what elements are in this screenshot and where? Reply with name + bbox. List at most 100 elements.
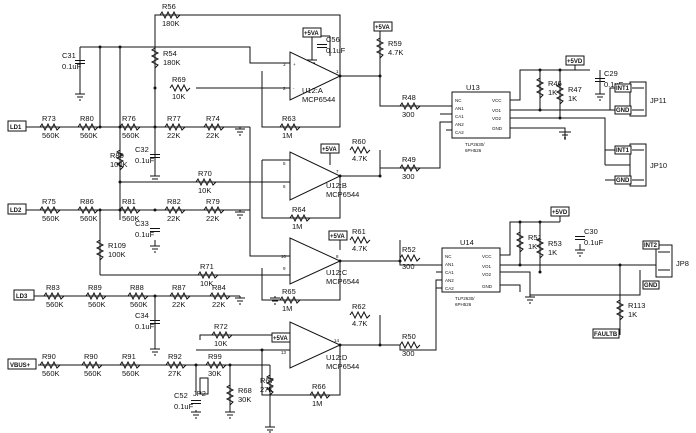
resistor-ref: R56 [162, 2, 176, 11]
resistor-ref: R61 [352, 227, 366, 236]
resistor-symbol [225, 384, 235, 406]
resistor: R82 22K [164, 197, 186, 223]
resistor-symbol [349, 145, 371, 155]
capacitor-symbol [575, 236, 585, 240]
resistor-value: 4.7K [352, 319, 367, 328]
resistor-ref: R87 [172, 283, 186, 292]
resistor-value: 560K [42, 131, 60, 140]
resistor-value: 1M [312, 399, 322, 408]
net-label-vdd: +5VA [328, 230, 348, 241]
resistor-ref: R91 [122, 352, 136, 361]
svg-text:GND: GND [644, 283, 658, 289]
resistor-symbol [77, 205, 99, 215]
net-label-vdd-iso: +5VD [565, 55, 585, 66]
resistor-symbol [164, 205, 186, 215]
resistor-value: 1M [292, 222, 302, 231]
resistor-symbol [615, 299, 625, 321]
resistor-ref: R82 [167, 197, 181, 206]
net-label-int1: INT1 [614, 145, 632, 155]
connector-jp10: JP10 [629, 143, 667, 187]
resistor-ref: R76 [122, 114, 136, 123]
resistor-ref: R70 [198, 169, 212, 178]
net-label-vdd: +5VA [302, 27, 322, 38]
net-label-int1: INT1 [614, 83, 632, 93]
resistor-value: 180K [162, 19, 180, 28]
pin-label: VCC [482, 254, 492, 259]
resistor-symbol [399, 163, 421, 173]
pin-label: VO1 [492, 108, 502, 113]
resistor-ref: R80 [80, 114, 94, 123]
opamp-plus-sign: + [293, 62, 296, 67]
connector-ref: JP2 [193, 389, 206, 398]
net-label-vbus: VBUS+ [7, 358, 37, 370]
capacitors: C310.1uFC560.1uFC290.1uFC320.1uFC330.1uF… [62, 35, 624, 411]
connector-jp8: JP8 [655, 244, 689, 278]
net-label-int2: INT2 [642, 240, 660, 250]
resistor-symbol [95, 239, 105, 261]
pin-label: 8 [336, 254, 339, 259]
pin-label: NC [455, 98, 462, 103]
capacitor-symbol [150, 228, 160, 232]
resistor-value: 560K [80, 214, 98, 223]
resistor-ref: R74 [206, 114, 220, 123]
opamp-u12c: 10 9 8 U12:C MCP6544 [281, 237, 359, 286]
resistor-value: 560K [122, 131, 140, 140]
pin-label: 13 [281, 350, 287, 355]
resistor-symbol [205, 360, 227, 370]
resistor-symbol [39, 122, 61, 132]
resistor-ref: R54 [163, 49, 177, 58]
resistor-value: 560K [122, 369, 140, 378]
chip-u14: U14 NC AN1 CA1 AN2 CA2 VCC VO1 VO2 GND T… [430, 238, 501, 351]
resistor-value: 560K [46, 300, 64, 309]
net-label-ld1: LD1 [7, 120, 27, 132]
resistor-ref: R72 [214, 322, 228, 331]
opamp-minus-sign: - [293, 86, 295, 91]
net-labels: LD1 LD2 LD3 VBUS+ +5VA +5VA +5VA +5VA +5… [7, 21, 660, 370]
resistor-value: 22K [167, 214, 180, 223]
resistor-symbol [85, 291, 107, 301]
capacitor-value: 0.1uF [326, 46, 346, 55]
resistor-symbol [81, 360, 103, 370]
net-label-gnd: GND [614, 175, 632, 185]
svg-text:+5VD: +5VD [567, 59, 583, 65]
resistor-ref: R79 [206, 197, 220, 206]
opamp-part: MCP6544 [326, 277, 359, 286]
resistor-value: 1K [548, 88, 557, 97]
resistor-ref: R50 [402, 332, 416, 341]
resistor-symbol [279, 122, 301, 132]
resistor-value: 1K [548, 248, 557, 257]
pin-label: AN1 [445, 262, 454, 267]
resistor-ref: R67 [260, 376, 274, 385]
pin-label: CA1 [445, 270, 454, 275]
resistor-ref: R71 [200, 262, 214, 271]
pin-label: 6 [283, 184, 286, 189]
capacitor-value: 0.1uF [135, 230, 155, 239]
pin-label: VO2 [492, 116, 502, 121]
opamp-ref: U12:D [326, 353, 348, 362]
resistor-symbol [349, 310, 371, 320]
resistor: R91 560K [119, 352, 141, 378]
resistor-value: 560K [122, 214, 140, 223]
resistor-symbol [535, 237, 545, 259]
resistor-ref: R60 [352, 137, 366, 146]
resistor-ref: R77 [167, 114, 181, 123]
resistor-value: 300 [402, 110, 415, 119]
pin-label: CA2 [445, 286, 454, 291]
pin-label: AN2 [455, 122, 464, 127]
resistor-value: 22K [212, 300, 225, 309]
chip-ref: U13 [466, 83, 480, 92]
resistor-ref: R84 [212, 283, 226, 292]
svg-text:+5VA: +5VA [322, 147, 337, 153]
